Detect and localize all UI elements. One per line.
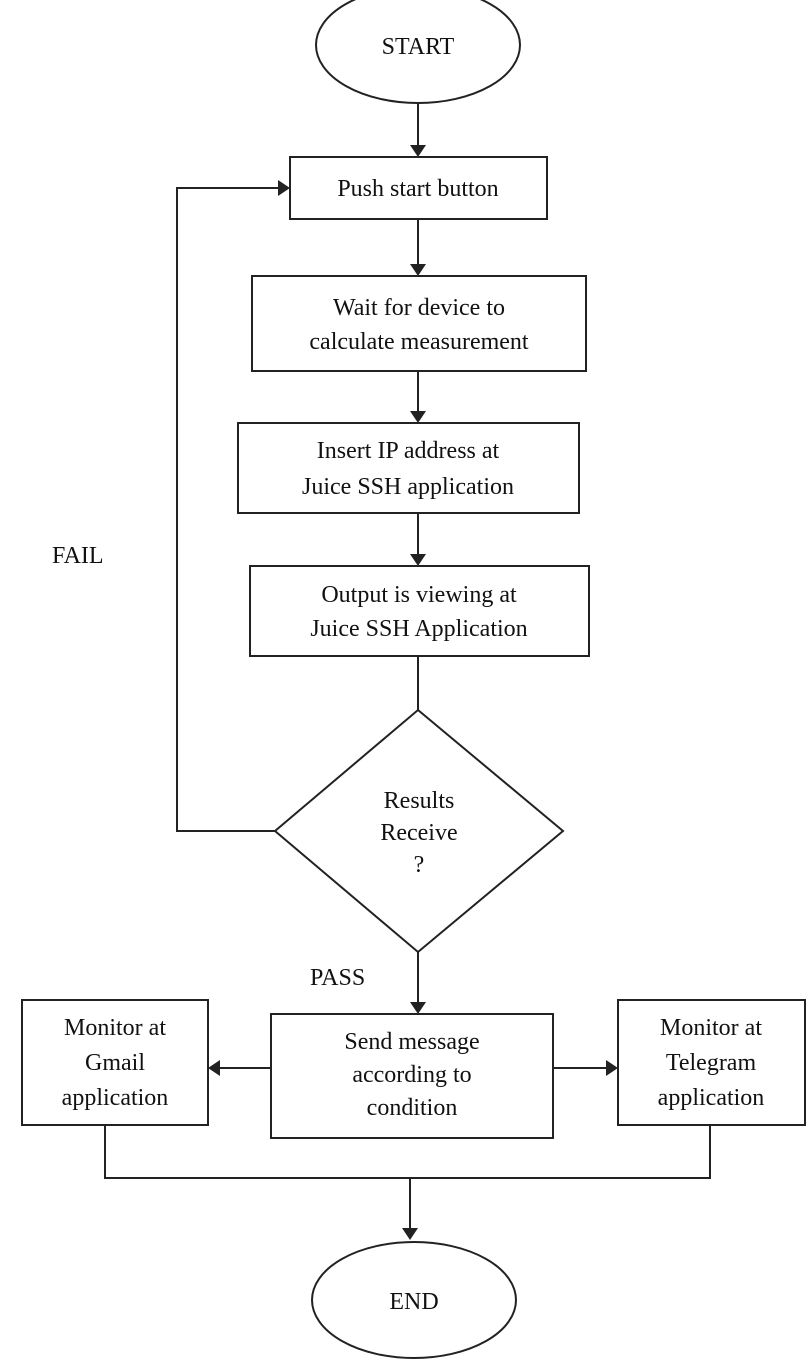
gmail-label-line2: Gmail [85,1050,145,1076]
process-output-viewing [249,565,590,657]
arrow-push-to-wait-head [410,264,426,276]
telegram-label-line2: Telegram [666,1050,757,1076]
insert-label-line1: Insert IP address at [317,438,500,464]
process-push-start [289,156,548,220]
process-wait-measurement [251,275,587,372]
arrow-decision-to-send-head [410,1002,426,1014]
arrow-wait-to-insert-head [410,411,426,423]
fail-loop-line [176,187,278,832]
end-label: END [389,1289,438,1315]
process-monitor-gmail [21,999,209,1126]
send-label-line3: condition [367,1095,458,1121]
insert-label-line2: Juice SSH application [302,474,514,500]
arrow-send-to-telegram-head [606,1060,618,1076]
gmail-label-line3: application [62,1085,169,1111]
send-label-line1: Send message [344,1029,479,1055]
output-label-line2: Juice SSH Application [310,616,527,642]
push-label: Push start button [337,176,498,202]
start-label: START [382,34,455,60]
gmail-label-line1: Monitor at [64,1015,166,1041]
decision-label-line2: Receive [380,820,457,846]
telegram-label-line1: Monitor at [660,1015,762,1041]
decision-label-line3: ? [414,852,425,878]
merge-line-gmail-telegram [104,1125,711,1179]
fail-loop-arrowhead [278,180,290,196]
end-terminal [311,1241,517,1359]
pass-label: PASS [310,965,365,991]
process-monitor-telegram [617,999,806,1126]
process-insert-ip [237,422,580,514]
fail-label: FAIL [52,543,104,569]
wait-label-line1: Wait for device to [333,295,505,321]
arrow-start-to-push-head [410,145,426,157]
arrow-insert-to-output-head [410,554,426,566]
arrow-merge-to-end-head [402,1228,418,1240]
wait-label-line2: calculate measurement [309,329,529,355]
send-label-line2: according to [352,1062,471,1088]
arrow-send-to-gmail-head [208,1060,220,1076]
process-send-message [270,1013,554,1139]
decision-label-line1: Results [384,788,455,814]
output-label-line1: Output is viewing at [321,582,517,608]
telegram-label-line3: application [658,1085,765,1111]
